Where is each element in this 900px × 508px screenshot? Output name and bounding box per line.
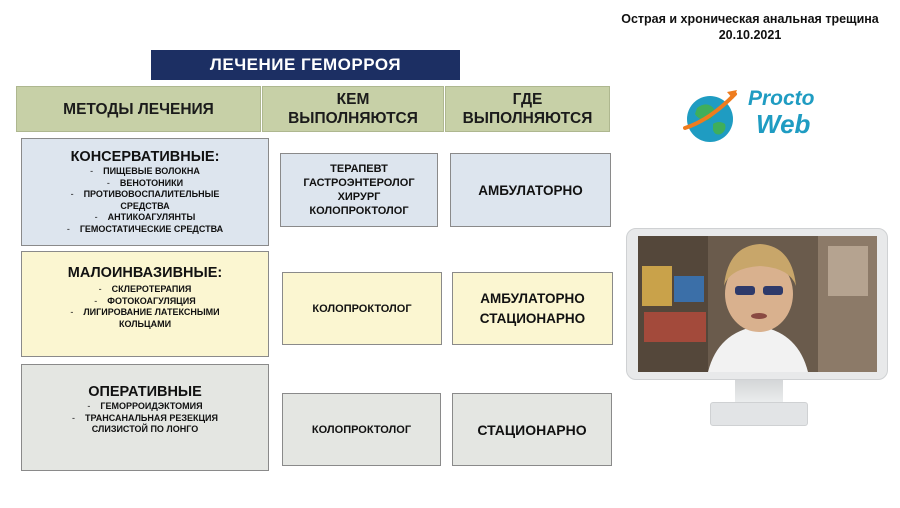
- column-header-who-line1: КЕМ: [336, 91, 370, 108]
- slide-title: ЛЕЧЕНИЕ ГЕМОРРОЯ: [151, 50, 460, 80]
- method-item-cont: СРЕДСТВА: [120, 200, 170, 211]
- who-line: КОЛОПРОКТОЛОГ: [312, 302, 412, 315]
- who-line: ХИРУРГ: [337, 191, 381, 203]
- method-title: ОПЕРАТИВНЫЕ: [88, 384, 202, 400]
- who-line: КОЛОПРОКТОЛОГ: [309, 205, 409, 217]
- method-title: КОНСЕРВАТИВНЫЕ:: [70, 149, 220, 165]
- who-cell-row2: КОЛОПРОКТОЛОГ: [282, 272, 442, 345]
- method-item: - ГЕМОСТАТИЧЕСКИЕ СРЕДСТВА: [66, 223, 224, 234]
- where-line: АМБУЛАТОРНО: [480, 290, 585, 306]
- logo-text-web: Web: [756, 109, 811, 139]
- where-line: АМБУЛАТОРНО: [478, 182, 583, 198]
- where-cell-row2: АМБУЛАТОРНО СТАЦИОНАРНО: [452, 272, 613, 345]
- who-line: ТЕРАПЕВТ: [330, 163, 388, 175]
- method-item: - ФОТОКОАГУЛЯЦИЯ: [94, 295, 196, 306]
- monitor-stand: [735, 380, 783, 404]
- where-cell-row1: АМБУЛАТОРНО: [450, 153, 611, 227]
- method-minimally-invasive: МАЛОИНВАЗИВНЫЕ: - СКЛЕРОТЕРАПИЯ - ФОТОКО…: [21, 251, 269, 357]
- column-header-where-line1: ГДЕ: [512, 91, 543, 108]
- column-header-who-line2: ВЫПОЛНЯЮТСЯ: [288, 110, 418, 127]
- method-item: - ГЕМОРРОИДЭКТОМИЯ: [87, 401, 203, 411]
- conference-title: Острая и хроническая анальная трещина: [621, 12, 879, 26]
- who-cell-row1: ТЕРАПЕВТ ГАСТРОЭНТЕРОЛОГ ХИРУРГ КОЛОПРОК…: [280, 153, 438, 227]
- method-item: - ЛИГИРОВАНИЕ ЛАТЕКСНЫМИ: [70, 307, 220, 318]
- who-cell-row3: КОЛОПРОКТОЛОГ: [282, 393, 441, 466]
- webcam-speaker-icon: [638, 236, 877, 372]
- column-header-where: ГДЕ ВЫПОЛНЯЮТСЯ: [445, 86, 610, 132]
- method-conservative: КОНСЕРВАТИВНЫЕ: - ПИЩЕВЫЕ ВОЛОКНА - ВЕНО…: [21, 138, 269, 246]
- method-item-cont: СЛИЗИСТОЙ ПО ЛОНГО: [91, 424, 199, 435]
- method-item: - ПРОТИВОВОСПАЛИТЕЛЬНЫЕ: [70, 189, 220, 200]
- method-item: - СКЛЕРОТЕРАПИЯ: [98, 284, 192, 294]
- where-line: СТАЦИОНАРНО: [479, 310, 586, 326]
- method-item: - ПИЩЕВЫЕ ВОЛОКНА: [90, 166, 200, 176]
- method-item-cont: КОЛЬЦАМИ: [118, 318, 172, 329]
- where-line: СТАЦИОНАРНО: [477, 421, 587, 438]
- column-header-methods: МЕТОДЫ ЛЕЧЕНИЯ: [16, 86, 261, 132]
- column-header-where-line2: ВЫПОЛНЯЮТСЯ: [462, 110, 593, 127]
- monitor-base: [710, 402, 808, 426]
- logo-text-procto: Procto: [748, 87, 815, 110]
- method-item: - ВЕНОТОНИКИ: [106, 177, 184, 188]
- conference-date: 20.10.2021: [718, 28, 782, 42]
- who-line: КОЛОПРОКТОЛОГ: [311, 423, 412, 436]
- method-item: - АНТИКОАГУЛЯНТЫ: [94, 212, 196, 223]
- webcam-video: [638, 236, 877, 372]
- column-header-who: КЕМ ВЫПОЛНЯЮТСЯ: [262, 86, 444, 132]
- column-header-methods-label: МЕТОДЫ ЛЕЧЕНИЯ: [63, 100, 214, 118]
- method-title: МАЛОИНВАЗИВНЫЕ:: [67, 265, 223, 281]
- method-operative: ОПЕРАТИВНЫЕ - ГЕМОРРОИДЭКТОМИЯ - ТРАНСАН…: [21, 364, 269, 471]
- who-line: ГАСТРОЭНТЕРОЛОГ: [303, 177, 415, 189]
- globe-icon: [683, 90, 737, 142]
- method-item: - ТРАНСАНАЛЬНАЯ РЕЗЕКЦИЯ: [72, 412, 218, 423]
- where-cell-row3: СТАЦИОНАРНО: [452, 393, 612, 466]
